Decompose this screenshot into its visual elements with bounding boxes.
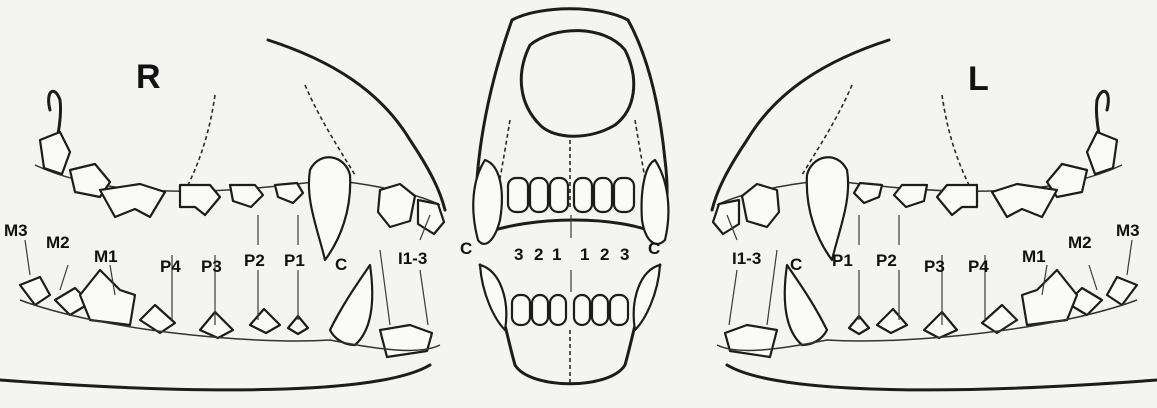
lower-canine <box>330 265 372 345</box>
tooth-label-m1: M1 <box>1022 247 1046 266</box>
upper-canine <box>309 157 350 260</box>
upper-skull-outline <box>476 9 667 235</box>
tooth-label-p1: P1 <box>832 251 853 270</box>
lower-incisor <box>592 295 608 325</box>
lower-incisor <box>610 295 628 325</box>
lower-canine <box>634 265 660 330</box>
upper-incisors <box>378 184 415 227</box>
mandible-outline <box>0 365 430 390</box>
lower-canine <box>480 265 506 330</box>
tooth-label-p2: P2 <box>244 251 265 270</box>
upper-incisor <box>550 178 568 212</box>
front-label-canine-left: C <box>460 239 472 258</box>
front-label-incisor-3-left: 3 <box>514 245 523 264</box>
upper-incisor <box>574 178 592 212</box>
lower-incisor <box>550 295 566 325</box>
front-jaw-view: C 3 2 1 1 2 3 C <box>460 9 668 385</box>
lower-molar <box>20 277 50 305</box>
right-lateral-jaw-view: R M3 M2 M1 P4 P3 P2 P1 C I1-3 <box>0 40 445 390</box>
upper-molar <box>40 132 70 174</box>
tooth-label-m3: M3 <box>4 221 28 240</box>
lower-premolar <box>250 309 280 333</box>
tooth-label-c: C <box>335 255 347 274</box>
lower-incisor <box>574 295 590 325</box>
tooth-label-c: C <box>790 255 802 274</box>
tooth-label-p4: P4 <box>968 257 989 276</box>
tooth-label-i1-3: I1-3 <box>732 249 761 268</box>
front-label-canine-right: C <box>648 239 660 258</box>
tooth-label-p3: P3 <box>924 257 945 276</box>
front-label-incisor-1-right: 1 <box>580 245 589 264</box>
upper-canine <box>642 160 669 244</box>
tooth-label-m1: M1 <box>94 247 118 266</box>
lower-premolar <box>200 312 233 338</box>
right-side-label: R <box>136 58 161 96</box>
front-label-incisor-3-right: 3 <box>620 245 629 264</box>
tooth-label-p2: P2 <box>876 251 897 270</box>
tooth-label-m2: M2 <box>1068 233 1092 252</box>
tooth-label-i1-3: I1-3 <box>398 249 427 268</box>
upper-premolar <box>180 185 220 215</box>
upper-incisor <box>594 178 612 212</box>
tooth-label-m2: M2 <box>46 233 70 252</box>
tooth-label-p3: P3 <box>201 257 222 276</box>
upper-canine <box>473 160 502 244</box>
tooth-label-m3: M3 <box>1116 221 1140 240</box>
lower-incisors <box>380 325 432 357</box>
upper-incisors <box>418 200 444 234</box>
lower-carnassial <box>80 270 135 325</box>
upper-incisor <box>614 178 634 212</box>
upper-incisor <box>508 178 528 212</box>
nasal-cavity-outline <box>521 31 633 137</box>
upper-premolar <box>230 185 263 207</box>
front-label-incisor-1-left: 1 <box>552 245 561 264</box>
front-label-incisor-2-right: 2 <box>600 245 609 264</box>
front-label-incisor-2-left: 2 <box>534 245 543 264</box>
upper-carnassial <box>100 184 165 217</box>
left-lateral-jaw-view: L I1-3 C P1 P2 P3 P4 M1 M2 M3 <box>712 40 1157 390</box>
upper-premolar <box>275 183 303 203</box>
tooth-label-p4: P4 <box>160 257 181 276</box>
lower-incisor <box>532 295 548 325</box>
left-side-label: L <box>968 60 989 98</box>
tooth-label-p1: P1 <box>284 251 305 270</box>
upper-incisor <box>530 178 548 212</box>
lower-incisor <box>512 295 530 325</box>
